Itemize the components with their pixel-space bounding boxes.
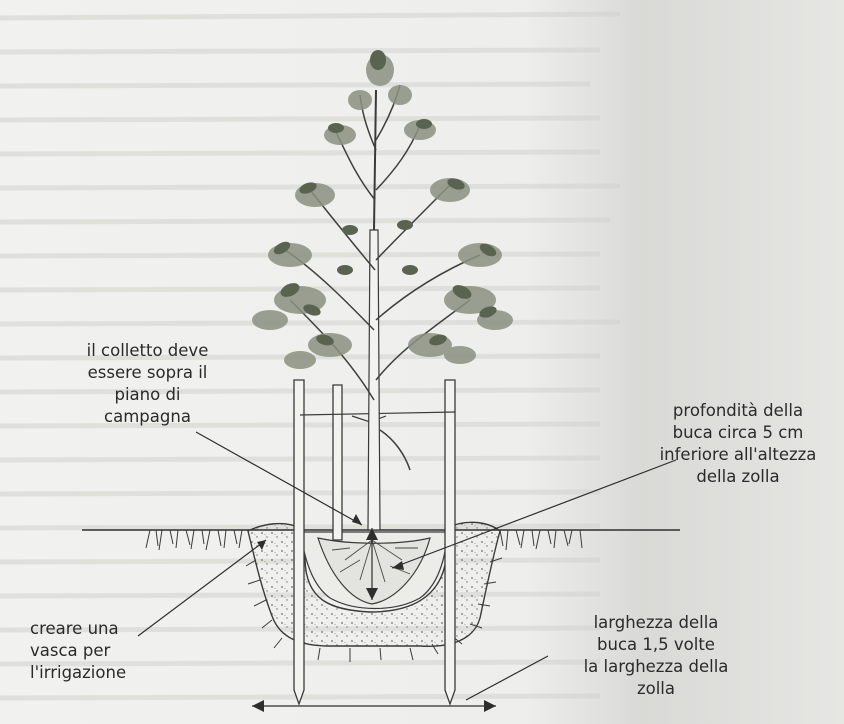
basin-label-line: l'irrigazione: [30, 662, 170, 684]
collar-label: il colletto deve essere sopra il piano d…: [60, 340, 235, 428]
width-label: larghezza della buca 1,5 volte la larghe…: [566, 612, 746, 700]
collar-label-line: campagna: [60, 406, 235, 428]
width-label-line: buca 1,5 volte: [566, 634, 746, 656]
collar-label-line: essere sopra il: [60, 362, 235, 384]
collar-label-line: piano di: [60, 384, 235, 406]
collar-label-line: il colletto deve: [60, 340, 235, 362]
width-label-line: zolla: [566, 678, 746, 700]
basin-label-line: creare una: [30, 618, 170, 640]
width-label-line: la larghezza della: [566, 656, 746, 678]
width-label-line: larghezza della: [566, 612, 746, 634]
depth-label-line: buca circa 5 cm: [654, 422, 822, 444]
basin-label-line: vasca per: [30, 640, 170, 662]
depth-label-line: profondità della: [654, 400, 822, 422]
depth-label-line: inferiore all'altezza: [654, 444, 822, 466]
depth-label: profondità della buca circa 5 cm inferio…: [654, 400, 822, 488]
basin-label: creare una vasca per l'irrigazione: [30, 618, 170, 684]
depth-label-line: della zolla: [654, 466, 822, 488]
